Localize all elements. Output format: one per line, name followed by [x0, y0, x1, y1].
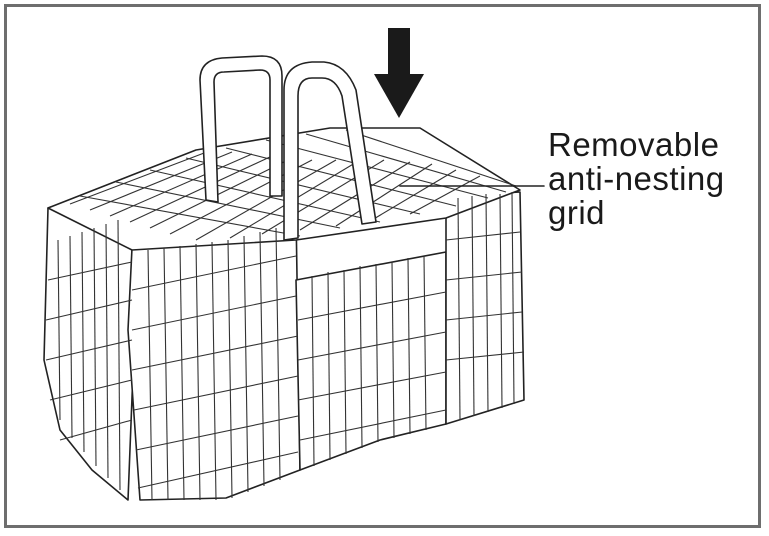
basket-body	[43, 127, 525, 501]
callout-line-3: grid	[548, 194, 606, 231]
basket-handles	[199, 55, 377, 241]
anti-nesting-grid-callout: Removable anti-nesting grid	[548, 128, 725, 230]
callout-line-1: Removable	[548, 126, 720, 163]
arrow-down-icon	[374, 28, 424, 118]
callout-line-2: anti-nesting	[548, 160, 725, 197]
